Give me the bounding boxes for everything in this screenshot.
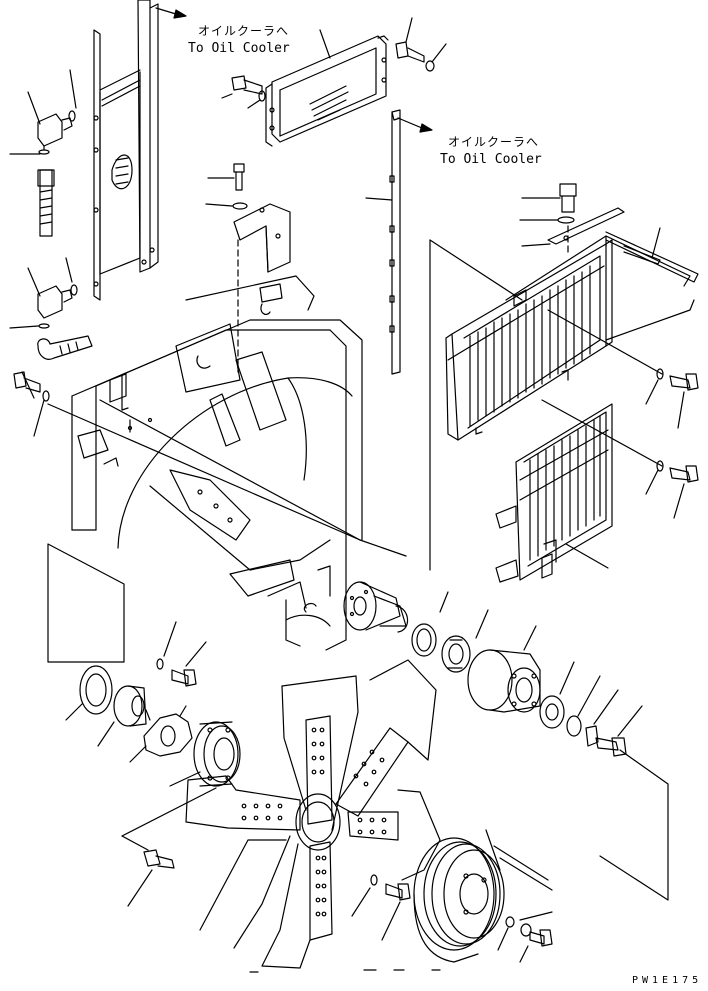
seal-ring (411, 623, 437, 657)
bolt-hub (595, 737, 627, 757)
leader-plate-e (521, 243, 551, 247)
oil-cooler-label-en-2: To Oil Cooler (440, 152, 542, 167)
leader-bearing-2 (559, 661, 575, 695)
bracket (233, 203, 291, 273)
fan-hub-shaft (343, 581, 409, 633)
leader-washer-h (351, 887, 371, 917)
leader-washer-r1 (645, 379, 659, 405)
bolt-pulley (505, 916, 553, 947)
shaft-guide-line-2 (359, 539, 407, 557)
leader-adapter (129, 745, 147, 763)
pipe-bar (389, 109, 401, 375)
fan-shroud (117, 351, 353, 647)
leader-fan-spacer (169, 771, 201, 787)
leader-bolt-h (381, 901, 401, 941)
screen-upper (445, 231, 699, 441)
leader-bolt-f (185, 641, 207, 667)
leader-spacer (97, 721, 115, 747)
arrow-shaft-2 (397, 117, 423, 129)
oil-cooler-vertical (93, 0, 159, 301)
leader-washer-i (497, 927, 509, 951)
lock-plate (585, 725, 599, 747)
leader-washer-r2 (645, 469, 659, 495)
radiator-frame (71, 275, 363, 651)
pulley-housing (467, 649, 541, 713)
guide-fan-left-2 (121, 835, 149, 851)
arrow-head-2 (419, 123, 433, 133)
leader-washer-c (205, 203, 233, 207)
drawing-code: PW1E175 (632, 975, 703, 986)
elbow-fitting-upper (37, 113, 73, 155)
leader-screen-lower (565, 543, 609, 569)
arrow-head-1 (173, 9, 187, 19)
leader-bolt-r2 (673, 483, 685, 519)
leader-bearing (475, 609, 489, 639)
arrow-shaft-1 (155, 7, 177, 15)
leader-seal (439, 591, 449, 613)
bolt-screen-r1 (656, 368, 699, 391)
guide-screen-r2 (541, 399, 663, 467)
guide-flange-box (47, 543, 125, 663)
oil-cooler-label-en-1: To Oil Cooler (188, 41, 290, 56)
bolt-bracket (232, 163, 248, 210)
leader-pipe-bar (365, 197, 393, 201)
leader-washer-small (577, 675, 601, 717)
gasket-plate (79, 665, 113, 715)
leader-bolt-hub (617, 705, 643, 737)
leader-gasket (65, 703, 83, 721)
leader-washer-b (431, 43, 447, 63)
leader-housing (523, 625, 537, 651)
leader-washer-f (163, 621, 177, 657)
fan-blades (185, 659, 441, 969)
bolt-fan-lower (370, 874, 411, 901)
washer-small (566, 715, 582, 737)
bolt-cooler-left (231, 75, 266, 102)
bolt-screen-r2 (656, 460, 699, 483)
leader-lock-plate (593, 689, 619, 725)
leader-pulley-top (485, 829, 501, 871)
leader-bolt-i (519, 945, 529, 963)
adapter (143, 705, 193, 757)
leader-washer-a (247, 99, 261, 109)
guide-screen-r1 (547, 309, 663, 375)
leader-washer-d (33, 399, 45, 437)
o-ring-upper (68, 110, 76, 122)
leader-lines-left (9, 69, 77, 399)
crank-pulley (413, 837, 553, 963)
leader-bolt-b (405, 17, 413, 43)
bolt-fan-lower-left (143, 849, 175, 869)
spacer (113, 685, 147, 727)
bolt-screen-top (557, 183, 577, 224)
leader-cooler (319, 29, 331, 59)
screen-lower (495, 403, 613, 583)
fan-spacer (193, 721, 241, 787)
leader-pulley-right (519, 911, 553, 921)
bolt-fan-upper (156, 658, 197, 687)
leader-screen-top (651, 227, 661, 259)
leader-bolt-a (221, 93, 233, 99)
oil-cooler-label-jp-1: オイルクーラへ (198, 24, 290, 38)
guide-fan-left (121, 787, 217, 837)
bottom-marks (249, 969, 441, 973)
guide-hub-right (599, 749, 669, 901)
hose-lower (37, 335, 93, 360)
leader-bolt-g (127, 869, 153, 907)
oil-cooler-label-jp-2: オイルクーラへ (448, 135, 540, 149)
bearing-2 (539, 695, 565, 729)
bearing (441, 635, 471, 673)
oil-cooler-horizontal (265, 35, 389, 147)
bolt-cooler-right (395, 41, 435, 72)
hose-upper (37, 169, 55, 237)
o-ring-lower (70, 284, 78, 296)
elbow-fitting-lower (37, 285, 73, 329)
leader-screen-upper-left (429, 239, 523, 301)
leader-bolt-r1 (677, 391, 685, 429)
bolt-frame-left (13, 371, 50, 402)
shaft-guide-line (47, 403, 361, 541)
